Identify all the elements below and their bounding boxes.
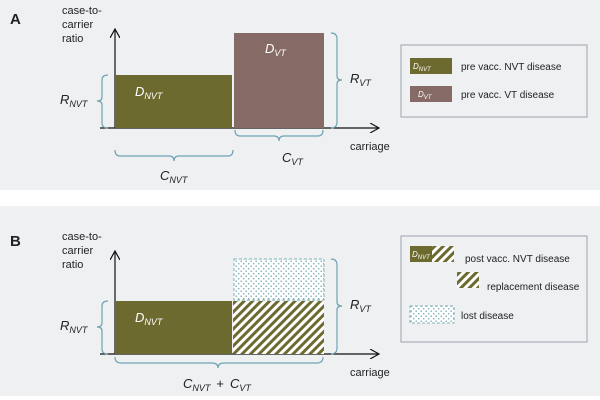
y-axis-label-b: case-to- carrier ratio (62, 231, 105, 271)
panel-a: A case-to- carrier ratio carriage DNVT D… (10, 5, 588, 185)
legend-b-swatch-nvt-hatch (432, 246, 454, 262)
legend-a-swatch-nvt-label: DNVT (413, 62, 432, 73)
legend-a-item-2-text: pre vacc. VT disease (461, 90, 555, 101)
legend-b-swatch-replacement (457, 272, 479, 288)
y-axis-label-line: case-to- (62, 231, 102, 243)
bar-vt-a-label: DVT (265, 41, 287, 58)
bar-nvt-b-label: DNVT (135, 310, 164, 327)
brace-r-nvt-b-label: RNVT (60, 318, 89, 335)
panel-b: B case-to- carrier ratio carriage DNVT R… (10, 231, 588, 393)
brace-c-nvt-a-label: CNVT (160, 168, 189, 185)
panel-letter-a: A (10, 11, 21, 28)
y-axis-label-line: ratio (62, 259, 83, 271)
brace-r-vt-a (330, 32, 343, 129)
y-axis-label-line: ratio (62, 33, 83, 45)
legend-a-item-1-text: pre vacc. NVT disease (461, 62, 562, 73)
bar-nvt-a (115, 75, 232, 128)
bar-nvt-a-label: DNVT (135, 84, 164, 101)
panel-letter-b: B (10, 233, 21, 250)
brace-c-total-b (114, 356, 324, 369)
y-axis-label-line: carrier (62, 19, 94, 31)
y-axis-label-line: carrier (62, 245, 94, 257)
brace-r-vt-b-label: RVT (350, 297, 372, 314)
bar-vt-a (234, 33, 324, 128)
legend-a-swatch-nvt (410, 58, 452, 74)
bar-replacement-b (233, 301, 324, 354)
brace-r-nvt-a (96, 74, 109, 129)
legend-a (400, 44, 588, 118)
brace-r-vt-a-label: RVT (350, 71, 372, 88)
brace-r-nvt-b (96, 300, 109, 355)
legend-b-item-2-text: replacement disease (487, 282, 580, 293)
y-axis-label-a: case-to- carrier ratio (62, 5, 105, 45)
brace-r-vt-b (330, 258, 343, 355)
brace-c-vt-a-label: CVT (282, 150, 304, 167)
brace-c-vt-a (234, 129, 324, 142)
legend-b-item-1-text: post vacc. NVT disease (465, 254, 570, 265)
brace-r-nvt-a-label: RNVT (60, 92, 89, 109)
legend-b-swatch-nvt (410, 246, 432, 262)
legend-a-swatch-vt (410, 86, 452, 102)
brace-c-nvt-a (114, 149, 234, 162)
y-axis-label-line: case-to- (62, 5, 102, 17)
legend-b-swatch-lost (409, 305, 455, 324)
bar-lost-disease-b (233, 258, 325, 301)
x-axis-label-b: carriage (350, 367, 390, 379)
bar-nvt-b (115, 301, 232, 354)
legend-b-item-3-text: lost disease (461, 311, 514, 322)
legend-b-swatch-nvt-label: DNVT (412, 250, 431, 261)
brace-c-total-b-label: CNVT+CVT (183, 376, 252, 393)
legend-a-swatch-vt-label: DVT (418, 90, 433, 101)
x-axis-label-a: carriage (350, 141, 390, 153)
